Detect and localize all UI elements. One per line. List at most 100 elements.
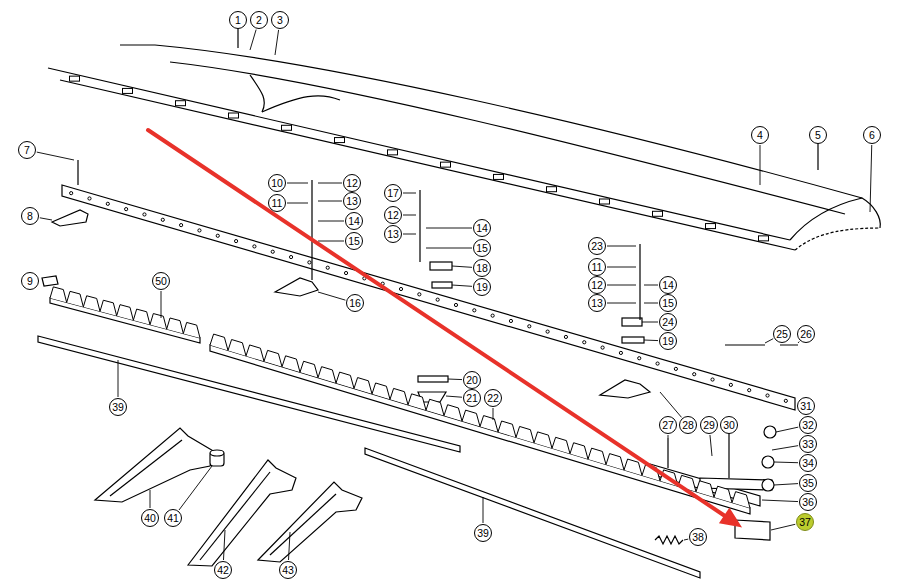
bar-hole [656,362,659,365]
callout-circle: 30 [720,416,738,434]
callout-number: 11 [272,198,283,209]
callout-number: 39 [477,528,489,539]
leader-line [684,539,688,541]
callout-number: 39 [112,402,124,413]
callout-circle: 13 [588,294,606,312]
callout-circle: 23 [588,237,606,255]
callout-circle: 40 [141,509,159,527]
leader-line [452,266,472,267]
bar-hole [253,245,256,248]
callout-number: 1 [235,15,241,26]
callout-number: 8 [27,211,33,222]
bar-hole [308,261,311,264]
callout-number: 15 [662,298,674,309]
leader-line [870,145,872,212]
leader-line [118,360,119,397]
callout-circle: 11 [268,194,286,212]
callout-circle: 39 [109,398,127,416]
bar-hole [418,293,421,296]
bar-hole [528,325,531,328]
callout-number: 31 [800,401,812,412]
callout-number: 11 [592,262,603,273]
callout-circle: 35 [799,474,817,492]
callout-circle: 16 [346,294,364,312]
leader-line [760,145,761,185]
cover-tab [335,138,345,143]
callout-number: 19 [476,282,488,293]
callout-circle: 12 [343,174,361,192]
callout-circle: 27 [659,416,677,434]
leader-line [798,341,799,343]
bar-hole [436,298,439,301]
leader-line [483,497,484,523]
callout-circle: 25 [773,325,791,343]
leader-line [607,303,636,304]
cover-tab [441,162,451,167]
callout-circle: 37 [796,513,814,531]
callout-number: 41 [167,513,179,524]
callout-number: 22 [487,393,499,404]
leader-line [448,379,462,381]
bar-hole [784,399,787,402]
callout-number: 14 [348,216,360,227]
callout-number: 18 [476,263,488,274]
cover-tab [600,199,610,204]
leader-line [607,267,636,268]
callout-number: 42 [217,565,229,576]
callout-number: 38 [692,532,704,543]
bar-hole [619,351,622,354]
leader-line [250,30,256,50]
callout-circle: 28 [679,416,697,434]
leader-line [644,340,658,342]
callout-number: 17 [387,188,399,199]
callout-circle: 12 [588,276,606,294]
bar-hole [271,250,274,253]
bar-hole [748,389,751,392]
leader-line [318,241,344,242]
leader-line [179,466,212,510]
callout-circle: 8 [21,207,39,225]
leader-line [318,201,342,202]
callout-circle: 11 [588,258,606,276]
bar-hole [509,319,512,322]
callout-circle: 50 [152,272,170,290]
callout-circle: 12 [384,206,402,224]
callout-circle: 34 [799,454,817,472]
callout-number: 13 [346,196,358,207]
cover-tab [388,150,398,155]
leader-line [668,435,669,438]
bar-hole [326,266,329,269]
knife-teeth [210,334,750,508]
leader-line [493,408,494,420]
callout-number: 24 [662,317,674,328]
callout-number: 16 [349,298,361,309]
leader-line [607,285,636,286]
callout-number: 26 [800,329,812,340]
leader-line [403,193,416,194]
callout-number: 19 [662,336,674,347]
leader-line [452,285,472,286]
callout-number: 20 [466,375,478,386]
callout-number: 50 [155,276,167,287]
callout-circle: 2 [250,11,268,29]
bar-hole [546,330,549,333]
leader-line [774,484,798,485]
callout-circle: 5 [809,126,827,144]
callout-circle: 15 [473,239,491,257]
callout-number: 10 [271,178,283,189]
callout-circle: 14 [659,276,677,294]
bar-hole [180,224,183,227]
leader-line [765,339,773,343]
callout-number: 5 [815,130,821,141]
cover-tab [494,174,504,179]
bar-hole [216,234,219,237]
bar-hole [143,213,146,216]
leader-line [318,221,344,222]
callout-number: 43 [282,565,294,576]
bar-hole [106,202,109,205]
callout-number: 15 [476,243,488,254]
callout-circle: 36 [799,493,817,511]
bar-hole [729,383,732,386]
callout-circle: 14 [345,212,363,230]
